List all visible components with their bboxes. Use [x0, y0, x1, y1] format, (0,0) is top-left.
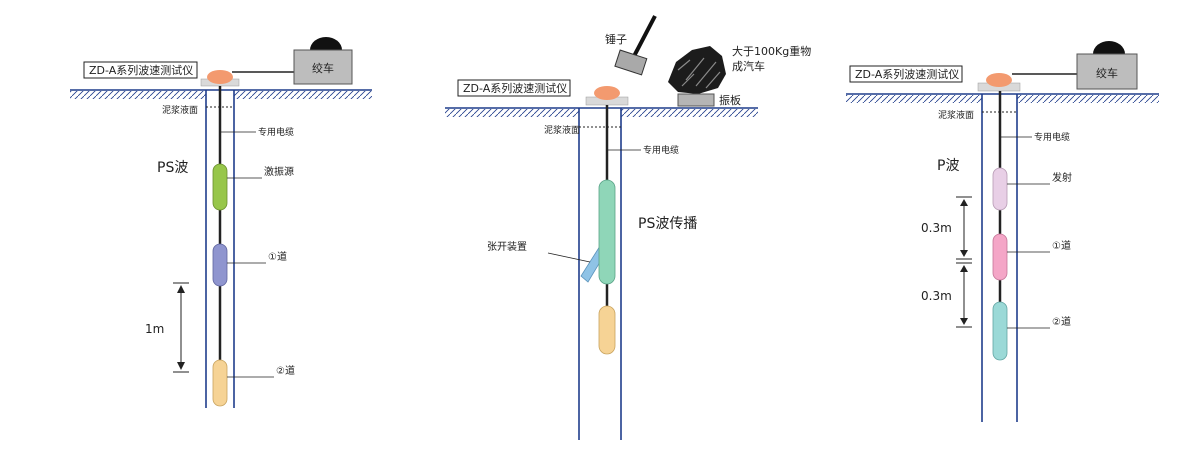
channel-2-label: ②道 — [276, 364, 295, 377]
instrument-box — [849, 65, 963, 83]
expander-label: 张开装置 — [487, 240, 527, 253]
dimension-1-arrowhead-down — [960, 250, 968, 257]
source-label: 激振源 — [264, 165, 294, 178]
hammer-handle — [630, 15, 657, 61]
dimension-2-arrowhead-down — [960, 318, 968, 325]
channel-2-sensor — [212, 359, 228, 407]
mud-level-label: 泥浆液面 — [162, 104, 198, 116]
instrument-label: ZD-A系列波速测试仪 — [855, 67, 959, 81]
channel-2-label: ②道 — [1052, 315, 1071, 328]
winch-label: 绞车 — [1096, 66, 1118, 80]
dimension-arrowhead-down — [177, 362, 185, 370]
expander-leader — [547, 252, 591, 263]
panel-p-wave: 泥浆液面 ZD-A系列波速测试仪 绞车 专用电缆 P波 发射 ①道 ②道 — [846, 41, 1159, 422]
panel-ps-wave: 泥浆液面 ZD-A系列波速测试仪 绞车 专用电缆 PS波 激振源 ①道 ②道 — [70, 37, 372, 408]
ground-hatch-left — [445, 109, 579, 117]
channel-1-label: ①道 — [1052, 239, 1071, 252]
winch-body — [1076, 53, 1138, 90]
mud-level-label: 泥浆液面 — [938, 109, 974, 121]
winch-drum — [1093, 41, 1125, 54]
winch-drum — [310, 37, 342, 50]
emit-label: 发射 — [1052, 171, 1072, 184]
ground-hatch-right — [234, 91, 372, 99]
dimension-arrowhead-up — [177, 285, 185, 293]
weight-label-line2: 成汽车 — [732, 59, 765, 73]
spacing-label: 1m — [145, 322, 164, 336]
dimension-1-arrowhead-up — [960, 199, 968, 206]
vibration-plate — [677, 93, 715, 107]
instrument-box — [457, 79, 571, 97]
instrument-label: ZD-A系列波速测试仪 — [463, 81, 567, 95]
instrument-box — [83, 61, 198, 79]
rock-texture — [677, 57, 721, 89]
spacing-2-label: 0.3m — [921, 289, 952, 303]
ground-hatch-right — [621, 109, 758, 117]
channel-1-sensor — [212, 243, 228, 287]
hammer-label: 锤子 — [605, 32, 627, 46]
wellhead-pad — [207, 70, 233, 84]
panel-ps-wave-propagation: 泥浆液面 ZD-A系列波速测试仪 锤子 大于100Kg重物 成汽车 振板 专用电… — [445, 15, 811, 440]
cable-label: 专用电缆 — [1034, 131, 1070, 143]
heavy-weight-rock — [668, 46, 726, 94]
wellhead-pad — [986, 73, 1012, 87]
hammer-head — [614, 49, 648, 76]
ground-hatch-left — [846, 95, 982, 103]
mode-label: PS波 — [157, 160, 188, 176]
mud-level-label: 泥浆液面 — [544, 124, 580, 136]
main-sensor — [598, 179, 616, 285]
channel-1-label: ①道 — [268, 250, 287, 263]
winch-label: 绞车 — [312, 61, 334, 75]
mode-label: P波 — [937, 158, 959, 174]
cable-label: 专用电缆 — [643, 144, 679, 156]
spacing-1-label: 0.3m — [921, 221, 952, 235]
dimension-2-arrowhead-up — [960, 265, 968, 272]
wellhead-pad — [594, 86, 620, 100]
instrument-label: ZD-A系列波速测试仪 — [89, 63, 193, 77]
source-sensor — [212, 163, 228, 211]
lower-sensor — [598, 305, 616, 355]
channel-2-sensor — [992, 301, 1008, 361]
winch-body — [293, 49, 353, 85]
cable-label: 专用电缆 — [258, 126, 294, 138]
weight-label-line1: 大于100Kg重物 — [732, 44, 811, 58]
ground-hatch-left — [70, 91, 206, 99]
channel-1-sensor — [992, 233, 1008, 281]
ground-hatch-right — [1017, 95, 1159, 103]
emit-sensor — [992, 167, 1008, 211]
plate-label: 振板 — [719, 93, 741, 107]
mode-label: PS波传播 — [638, 216, 697, 232]
